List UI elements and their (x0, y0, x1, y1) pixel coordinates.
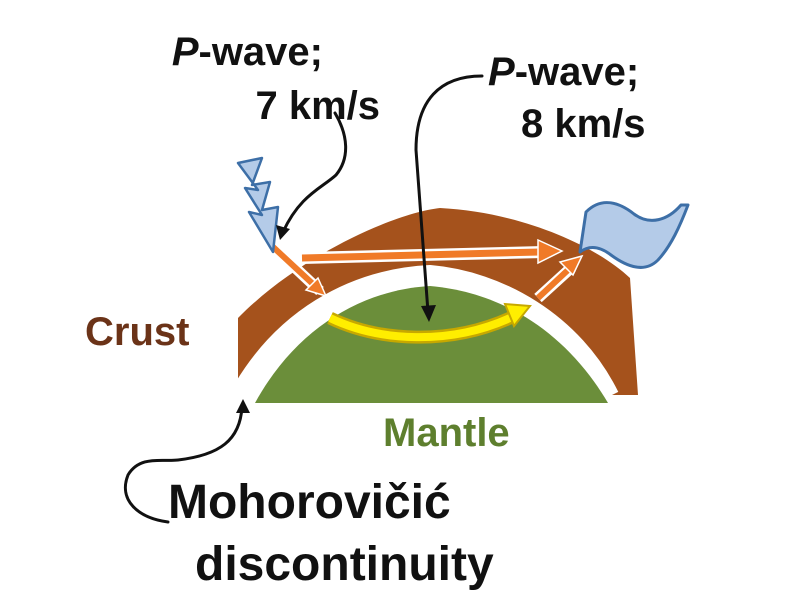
mantle-label: Mantle (383, 411, 510, 455)
pwave-crust-speed: 7 km/s (255, 84, 380, 128)
pwave-mantle-label: P-wave; (488, 50, 639, 94)
crust-label: Crust (85, 310, 189, 354)
lightning-bolt-icon (238, 158, 278, 252)
pwave-crust-label: P-wave; (172, 30, 323, 74)
pwave-crust-leader (283, 113, 346, 232)
moho-label-line1: Mohorovičić (168, 476, 451, 529)
moho-label-line2: discontinuity (195, 538, 494, 591)
pwave-mantle-speed: 8 km/s (521, 102, 646, 146)
